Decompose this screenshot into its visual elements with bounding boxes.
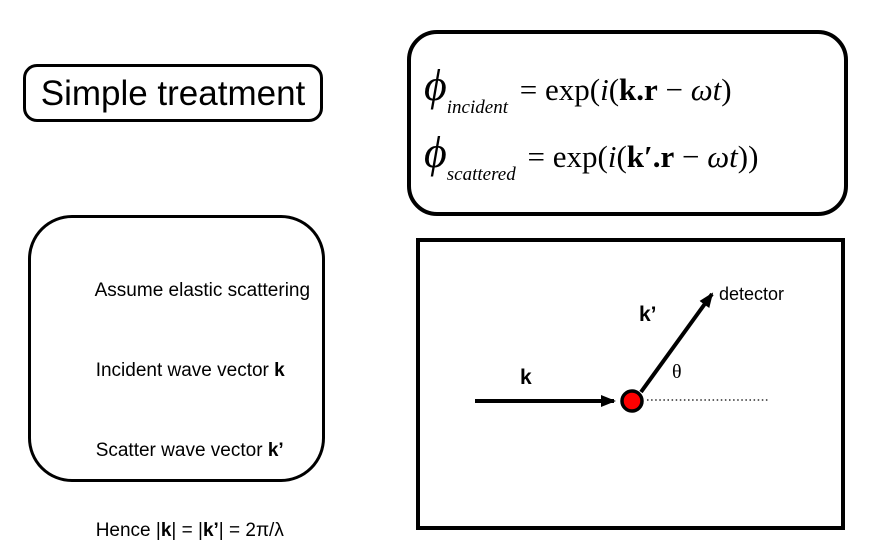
phi-symbol: ϕ (424, 128, 447, 177)
equation-scattered: ϕ scattered = exp( i ( k ′ .r − ωt )) (424, 131, 844, 198)
notes-box: Assume elastic scattering Incident wave … (28, 215, 325, 541)
close-paren: ) (721, 72, 732, 107)
open-paren: ( (608, 72, 620, 107)
detector-label: detector (719, 284, 785, 304)
minus-sign: − (674, 139, 708, 174)
equation-box: ϕ incident = exp( i ( k.r − ωt ) ϕ scatt… (407, 30, 848, 216)
equals-exp: = exp( (519, 139, 608, 174)
equation-incident: ϕ incident = exp( i ( k.r − ωt ) (424, 64, 844, 131)
k-vector: k (626, 139, 645, 174)
k-bold: k (160, 520, 172, 541)
k-prime-bold: k’ (267, 440, 284, 461)
note-scatter-wave-vector: Scatter wave vector k’ (95, 440, 284, 461)
close-parens: )) (737, 139, 759, 174)
equals-exp: = exp( (511, 72, 601, 107)
dot-r: .r (652, 139, 675, 174)
imaginary-i: i (607, 139, 617, 174)
omega-t: ωt (707, 139, 738, 174)
phi-subscript: incident (446, 97, 508, 118)
open-paren: ( (616, 139, 627, 174)
note-incident-wave-vector: Incident wave vector k (95, 360, 285, 381)
k-prime-arrow-label: k’ (639, 303, 657, 326)
title-box: Simple treatment (23, 64, 323, 122)
k-dot-r: k.r (619, 72, 658, 107)
note-elastic-scattering: Assume elastic scattering (94, 280, 311, 301)
phi-subscript: scattered (446, 164, 516, 185)
slide-title: Simple treatment (40, 73, 306, 113)
omega-t: ωt (690, 72, 722, 107)
k-bold: k (274, 360, 285, 381)
k-prime-bold: k’ (202, 520, 219, 541)
imaginary-i: i (600, 72, 609, 107)
theta-angle-label: θ (672, 361, 682, 383)
phi-symbol: ϕ (424, 61, 447, 110)
prime-mark: ′ (644, 139, 653, 174)
scattering-diagram: k k’ θ detector (416, 238, 845, 530)
scattering-diagram-drawing (475, 292, 768, 413)
scattering-particle (620, 389, 644, 413)
note-magnitude-equality: Hence |k| = |k’| = 2π/λ (95, 520, 284, 541)
k-prime-arrow (639, 292, 714, 394)
k-arrow-label: k (520, 366, 532, 389)
minus-sign: − (657, 72, 691, 107)
